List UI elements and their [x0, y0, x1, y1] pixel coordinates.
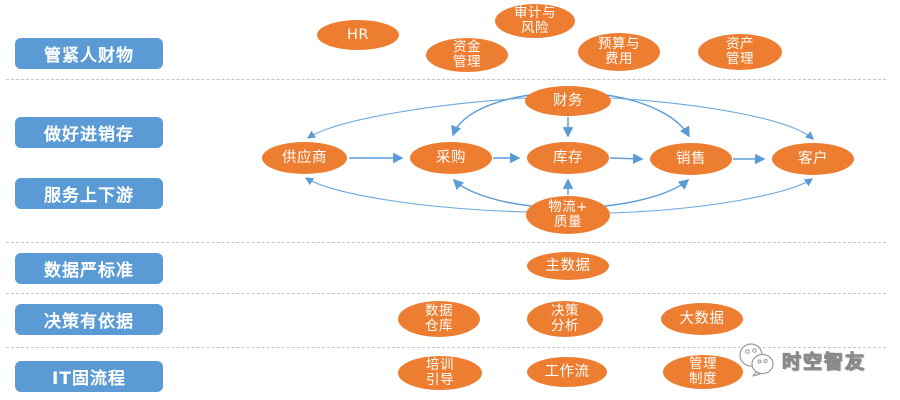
node-audit-risk: 审计与 风险 — [495, 4, 575, 38]
edge-logistics-purchasing — [452, 178, 532, 207]
row-label-people-finance: 管紧人财物 — [15, 38, 163, 69]
node-workflow: 工作流 — [527, 357, 607, 387]
node-master-data: 主数据 — [527, 252, 609, 280]
row-label-data-standard: 数据严标准 — [15, 253, 163, 284]
edge-logistics-sales — [604, 178, 690, 207]
edge-logistics-supplier — [304, 177, 528, 213]
node-finance: 财务 — [525, 86, 611, 116]
section-divider-4 — [6, 347, 886, 348]
node-inventory: 库存 — [527, 142, 609, 174]
node-purchasing: 采购 — [410, 142, 492, 174]
section-divider-3 — [6, 293, 886, 294]
node-supplier: 供应商 — [262, 142, 347, 174]
node-training-guidance: 培训 引导 — [398, 356, 482, 390]
node-asset-mgmt: 资产 管理 — [698, 34, 782, 70]
node-big-data: 大数据 — [661, 303, 743, 335]
chat-bubbles-icon — [739, 343, 774, 377]
node-fund-mgmt: 资金 管理 — [426, 38, 508, 72]
edge-finance-supplier — [306, 97, 527, 139]
watermark-text: 时空智友 — [781, 350, 867, 373]
row-label-trade-inventory: 做好进销存 — [15, 117, 163, 148]
node-data-warehouse: 数据 仓库 — [398, 301, 480, 337]
edge-logistics-customer — [609, 178, 814, 214]
edge-finance-customer — [610, 97, 814, 140]
edge-finance-purchasing — [451, 94, 531, 137]
edge-inventory-sales — [609, 153, 644, 164]
section-divider-2 — [6, 242, 886, 243]
node-management-system: 管理 制度 — [663, 355, 743, 389]
node-sales: 销售 — [650, 143, 732, 175]
watermark-logo: 时空智友 — [738, 342, 866, 378]
row-label-it-process: IT固流程 — [15, 361, 163, 392]
node-customer: 客户 — [772, 143, 854, 175]
row-label-decision-basis: 决策有依据 — [15, 304, 163, 335]
node-decision-analysis: 决策 分析 — [527, 301, 603, 337]
section-divider-1 — [6, 79, 886, 80]
row-label-serve-updownstream: 服务上下游 — [15, 178, 163, 209]
node-budget-expense: 预算与 费用 — [578, 33, 660, 71]
node-logistics-quality: 物流+ 质量 — [526, 196, 610, 234]
node-hr: HR — [317, 20, 399, 50]
edge-finance-sales — [605, 94, 690, 138]
